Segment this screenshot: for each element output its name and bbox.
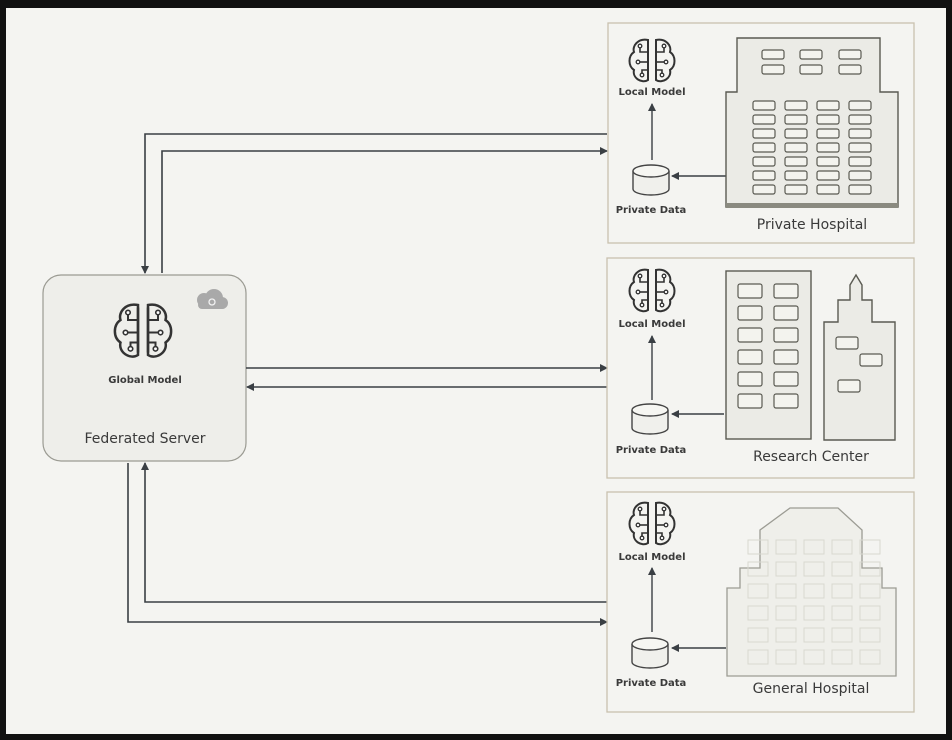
private-data-database-icon — [631, 403, 669, 435]
site-research-center: Local Model Private Data Research Center — [606, 257, 915, 479]
arrow-server-to-hospital — [161, 147, 608, 273]
global-model-label: Global Model — [108, 375, 182, 386]
connections — [127, 133, 608, 626]
arrow-general-to-server — [141, 462, 607, 603]
site-private-hospital: Local Model Private Data Private Hospita… — [607, 22, 915, 244]
private-data-label: Private Data — [616, 678, 687, 689]
site-panel — [606, 491, 915, 713]
federated-server: Global Model Federated Server — [42, 274, 247, 462]
general-hospital-building-icon — [726, 507, 897, 677]
site-name: Research Center — [753, 449, 869, 465]
arrow-server-to-general — [127, 463, 608, 626]
federated-server-title: Federated Server — [84, 431, 205, 447]
local-model-label: Local Model — [618, 319, 685, 330]
arrow-hospital-to-server — [141, 133, 607, 274]
research-center-building-icon — [725, 270, 896, 441]
site-panel — [606, 257, 915, 479]
private-data-database-icon — [632, 164, 670, 196]
private-hospital-building-icon — [725, 37, 899, 208]
site-panel — [607, 22, 915, 244]
site-general-hospital: Local Model Private Data General Hospita… — [606, 491, 915, 713]
local-model-label: Local Model — [618, 87, 685, 98]
private-data-database-icon — [631, 637, 669, 669]
private-data-label: Private Data — [616, 445, 687, 456]
site-name: Private Hospital — [757, 217, 867, 233]
cloud-icon — [197, 289, 228, 309]
local-model-label: Local Model — [618, 552, 685, 563]
private-data-label: Private Data — [616, 205, 687, 216]
site-name: General Hospital — [753, 681, 870, 697]
